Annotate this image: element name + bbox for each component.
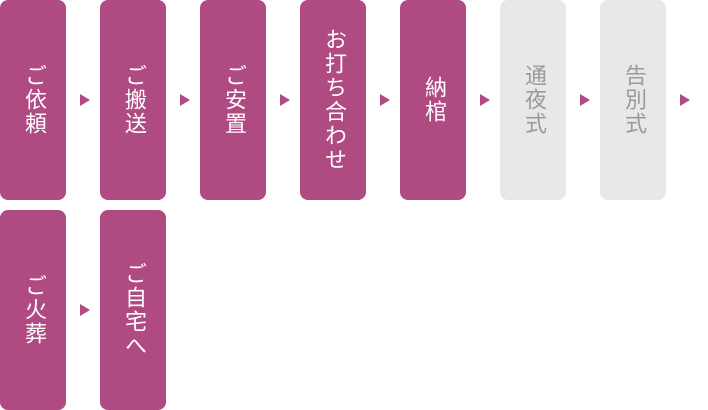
step-label: ご依頼 — [21, 64, 46, 136]
arrow-right-icon — [580, 94, 590, 106]
step-kasou: ご火葬 — [0, 210, 66, 410]
step-noukan: 納棺 — [400, 0, 466, 200]
arrow-right-icon — [80, 94, 90, 106]
arrow-right-icon — [80, 304, 90, 316]
step-label: 告別式 — [621, 64, 646, 136]
step-label: ご自宅へ — [121, 262, 146, 358]
arrow-right-icon — [480, 94, 490, 106]
step-label: お打ち合わせ — [321, 28, 346, 172]
arrow-right-icon — [180, 94, 190, 106]
step-label: 通夜式 — [521, 64, 546, 136]
step-anchi: ご安置 — [200, 0, 266, 200]
arrow-right-icon — [680, 94, 690, 106]
step-hansou: ご搬送 — [100, 0, 166, 200]
step-tsuyashiki: 通夜式 — [500, 0, 566, 200]
step-uchiawase: お打ち合わせ — [300, 0, 366, 200]
step-label: ご安置 — [221, 64, 246, 136]
arrow-right-icon — [280, 94, 290, 106]
arrow-right-icon — [380, 94, 390, 106]
step-jitakue: ご自宅へ — [100, 210, 166, 410]
step-irai: ご依頼 — [0, 0, 66, 200]
step-label: ご搬送 — [121, 64, 146, 136]
step-kokubetsushiki: 告別式 — [600, 0, 666, 200]
step-label: 納棺 — [421, 76, 446, 124]
step-label: ご火葬 — [21, 274, 46, 346]
